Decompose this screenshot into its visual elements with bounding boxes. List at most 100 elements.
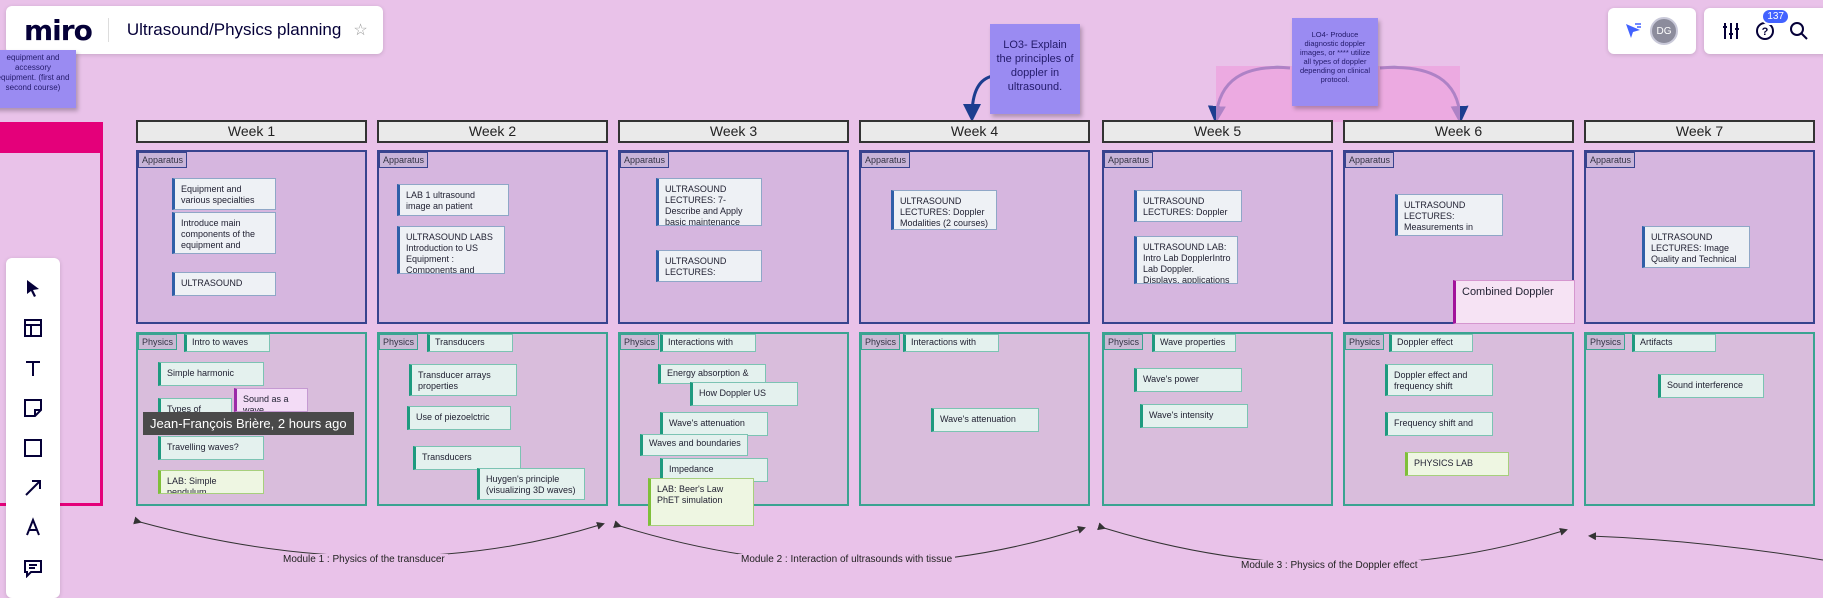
card-physics-title[interactable]: Artifacts bbox=[1632, 334, 1716, 352]
week-4-header[interactable]: Week 4 bbox=[859, 120, 1090, 143]
help-icon[interactable]: ? 137 bbox=[1748, 8, 1790, 48]
module-label-1[interactable]: Module 1 : Physics of the transducer bbox=[280, 554, 448, 565]
card-combined-doppler[interactable]: Combined Doppler bbox=[1453, 280, 1575, 324]
pen-icon[interactable] bbox=[6, 508, 60, 548]
card[interactable]: Wave's attenuation bbox=[931, 408, 1039, 432]
week-3-header[interactable]: Week 3 bbox=[618, 120, 849, 143]
arrow-icon[interactable] bbox=[6, 468, 60, 508]
card[interactable]: How Doppler US bbox=[690, 382, 798, 406]
card[interactable]: Transducers bbox=[413, 446, 521, 470]
card[interactable]: Sound as a wave bbox=[234, 388, 308, 412]
card[interactable]: ULTRASOUND LECTURES: Image Quality and T… bbox=[1642, 226, 1750, 268]
divider bbox=[107, 18, 109, 42]
week-1-header[interactable]: Week 1 bbox=[136, 120, 367, 143]
apparatus-panel-week-5[interactable]: Apparatus ULTRASOUND LECTURES: Doppler U… bbox=[1102, 150, 1333, 324]
apparatus-panel-week-2[interactable]: Apparatus LAB 1 ultrasound image an pati… bbox=[377, 150, 608, 324]
physics-panel-week-6[interactable]: Physics Doppler effect Doppler effect an… bbox=[1343, 332, 1574, 506]
apparatus-panel-week-4[interactable]: Apparatus ULTRASOUND LECTURES: Doppler M… bbox=[859, 150, 1090, 324]
card[interactable]: Simple harmonic bbox=[158, 362, 264, 386]
star-icon[interactable]: ☆ bbox=[353, 22, 368, 39]
card[interactable]: ULTRASOUND LECTURES: Doppler Modalities … bbox=[891, 190, 997, 230]
module-label-2[interactable]: Module 2 : Interaction of ultrasounds wi… bbox=[738, 554, 956, 565]
card-physics-title[interactable]: Interactions with bbox=[660, 334, 756, 352]
miro-logo[interactable]: miro bbox=[24, 13, 93, 47]
card[interactable]: PHYSICS LAB bbox=[1405, 452, 1509, 476]
templates-icon[interactable] bbox=[6, 308, 60, 348]
physics-tag: Physics bbox=[620, 334, 660, 350]
select-icon[interactable] bbox=[6, 268, 60, 308]
physics-tag: Physics bbox=[138, 334, 178, 350]
week-5-header[interactable]: Week 5 bbox=[1102, 120, 1333, 143]
apparatus-panel-week-7[interactable]: Apparatus ULTRASOUND LECTURES: Image Qua… bbox=[1584, 150, 1815, 324]
card[interactable]: ULTRASOUND LECTURES: Measurements in bbox=[1395, 194, 1503, 236]
physics-panel-week-7[interactable]: Physics Artifacts Sound interference bbox=[1584, 332, 1815, 506]
sticky-note-left[interactable]: equipment and accessory equipment. (firs… bbox=[0, 50, 76, 108]
card[interactable]: ULTRASOUND LAB: Intro Lab DopplerIntro L… bbox=[1134, 236, 1238, 284]
card[interactable]: Use of piezoelctric bbox=[407, 406, 511, 430]
card[interactable]: Waves and boundaries bbox=[640, 434, 748, 456]
pink-frame-header[interactable] bbox=[0, 122, 103, 152]
card[interactable]: Transducer arrays properties bbox=[409, 364, 517, 396]
card[interactable]: Frequency shift and bbox=[1385, 412, 1493, 436]
physics-tag: Physics bbox=[1104, 334, 1144, 350]
card[interactable]: ULTRASOUND LECTURES: Doppler bbox=[1134, 190, 1242, 222]
card[interactable]: ULTRASOUND LECTURES: 7-Describe and Appl… bbox=[656, 178, 762, 226]
search-icon[interactable] bbox=[1782, 14, 1816, 48]
card[interactable]: LAB 1 ultrasound image an patient bbox=[397, 184, 509, 216]
sticky-note-icon[interactable] bbox=[6, 388, 60, 428]
physics-tag: Physics bbox=[1345, 334, 1385, 350]
text-icon[interactable] bbox=[6, 348, 60, 388]
card-physics-title[interactable]: Transducers bbox=[427, 334, 513, 352]
help-badge: 137 bbox=[1761, 8, 1790, 25]
physics-panel-week-4[interactable]: Physics Interactions with Wave's attenua… bbox=[859, 332, 1090, 506]
apparatus-tag: Apparatus bbox=[379, 152, 429, 168]
card[interactable]: Wave's power bbox=[1134, 368, 1242, 392]
card-physics-title[interactable]: Doppler effect bbox=[1389, 334, 1473, 352]
comment-icon[interactable] bbox=[6, 548, 60, 588]
user-avatar[interactable]: DG bbox=[1650, 17, 1678, 45]
settings-sliders-icon[interactable] bbox=[1714, 14, 1748, 48]
card[interactable]: ULTRASOUND LABS Introduction to US Equip… bbox=[397, 226, 505, 274]
physics-tag: Physics bbox=[861, 334, 901, 350]
apparatus-tag: Apparatus bbox=[1345, 152, 1395, 168]
tools-bar: ? 137 bbox=[1704, 8, 1823, 54]
card[interactable]: Travelling waves? bbox=[158, 436, 264, 460]
apparatus-panel-week-3[interactable]: Apparatus ULTRASOUND LECTURES: 7-Describ… bbox=[618, 150, 849, 324]
apparatus-tag: Apparatus bbox=[1104, 152, 1154, 168]
card[interactable]: Wave's intensity bbox=[1140, 404, 1248, 428]
card[interactable]: LAB: Beer's Law PhET simulation bbox=[648, 478, 754, 526]
apparatus-tag: Apparatus bbox=[138, 152, 188, 168]
left-toolbar bbox=[6, 258, 60, 598]
module-label-3[interactable]: Module 3 : Physics of the Doppler effect bbox=[1238, 560, 1421, 571]
follow-cursor-icon[interactable] bbox=[1616, 14, 1650, 48]
physics-panel-week-5[interactable]: Physics Wave properties Wave's power Wav… bbox=[1102, 332, 1333, 506]
card[interactable]: ULTRASOUND bbox=[172, 272, 276, 296]
card[interactable]: ULTRASOUND LECTURES: bbox=[656, 250, 762, 282]
apparatus-tag: Apparatus bbox=[861, 152, 911, 168]
card[interactable]: Sound interference bbox=[1658, 374, 1764, 398]
sticky-note-lo3[interactable]: LO3- Explain the principles of doppler i… bbox=[990, 24, 1080, 114]
card[interactable]: Introduce main components of the equipme… bbox=[172, 212, 276, 254]
card-physics-title[interactable]: Wave properties bbox=[1152, 334, 1236, 352]
sticky-note-lo4[interactable]: LO4- Produce diagnostic doppler images, … bbox=[1292, 18, 1378, 106]
card[interactable]: Doppler effect and frequency shift bbox=[1385, 364, 1493, 396]
apparatus-tag: Apparatus bbox=[620, 152, 670, 168]
card[interactable]: Huygen's principle (visualizing 3D waves… bbox=[477, 468, 585, 500]
physics-tag: Physics bbox=[379, 334, 419, 350]
physics-panel-week-2[interactable]: Physics Transducers Transducer arrays pr… bbox=[377, 332, 608, 506]
card[interactable]: LAB: Simple pendulum bbox=[158, 470, 264, 494]
card[interactable]: Energy absorption & bbox=[658, 364, 766, 384]
apparatus-panel-week-1[interactable]: Apparatus Equipment and various specialt… bbox=[136, 150, 367, 324]
collaborator-cursor-tooltip: Jean-François Brière, 2 hours ago bbox=[143, 412, 354, 435]
physics-panel-week-3[interactable]: Physics Interactions with Energy absorpt… bbox=[618, 332, 849, 526]
apparatus-panel-week-6[interactable]: Apparatus ULTRASOUND LECTURES: Measureme… bbox=[1343, 150, 1575, 324]
card[interactable]: Wave's attenuation bbox=[660, 412, 768, 436]
week-2-header[interactable]: Week 2 bbox=[377, 120, 608, 143]
shape-icon[interactable] bbox=[6, 428, 60, 468]
card-physics-title[interactable]: Intro to waves bbox=[184, 334, 270, 352]
week-7-header[interactable]: Week 7 bbox=[1584, 120, 1815, 143]
week-6-header[interactable]: Week 6 bbox=[1343, 120, 1574, 143]
card-physics-title[interactable]: Interactions with bbox=[903, 334, 999, 352]
card[interactable]: Equipment and various specialties bbox=[172, 178, 276, 210]
board-title[interactable]: Ultrasound/Physics planning bbox=[126, 20, 342, 39]
